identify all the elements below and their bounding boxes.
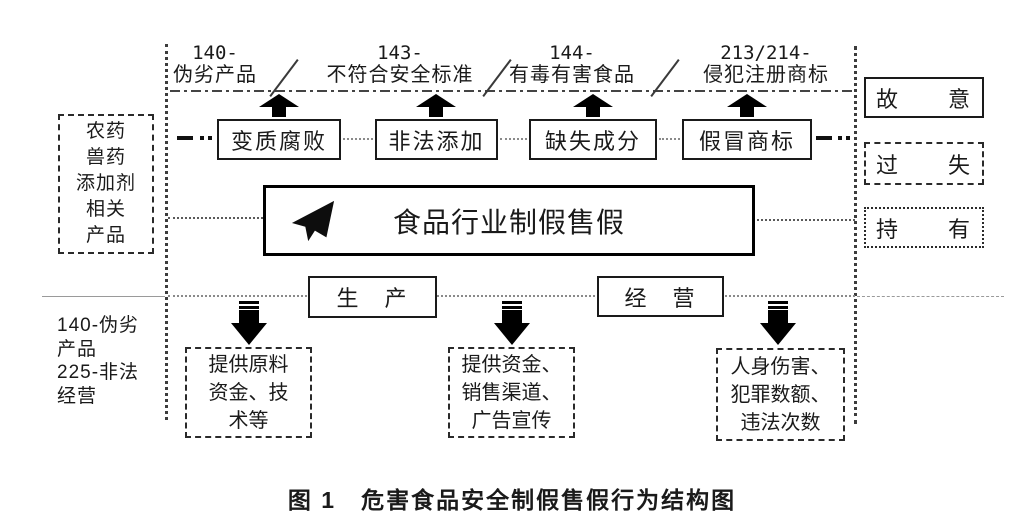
stage-box-production: 生 产 (308, 276, 437, 318)
related-products-line: 兽药 (85, 147, 126, 168)
detail-line: 术等 (228, 409, 269, 432)
detail-line: 销售渠道、 (461, 381, 562, 404)
related-products-line: 添加剂 (75, 173, 136, 194)
law-name: 有毒有害食品 (509, 64, 635, 86)
main-topic-label: 食品行业制假售假 (392, 206, 625, 238)
dotted-connector-left (168, 217, 263, 219)
law-label-144: 144- 有毒有害食品 (477, 42, 667, 86)
note-line: 225-非法 (57, 362, 140, 383)
crime-boundary-dashdot-line (170, 90, 855, 92)
mental-state-box-possession: 持 有 (864, 207, 984, 248)
figure-caption: 图 1 危害食品安全制假售假行为结构图 (287, 487, 737, 513)
detail-box-materials: 提供原料 资金、技 术等 (185, 347, 312, 438)
behavior-box-illegal-additive: 非法添加 (375, 119, 498, 160)
law-code: 143- (377, 42, 423, 64)
law-name: 伪劣产品 (173, 64, 257, 86)
behavior-box-spoiled: 变质腐败 (217, 119, 341, 160)
detail-line: 资金、技 (208, 381, 289, 404)
related-products-line: 产品 (85, 225, 126, 246)
paper-plane-icon (291, 200, 335, 242)
detail-box-funding: 提供资金、 销售渠道、 广告宣传 (448, 347, 575, 438)
divider-solid-segment (42, 296, 165, 297)
related-products-line: 相关 (85, 199, 126, 220)
mental-state-box-negligence: 过 失 (864, 142, 984, 185)
dotted-connector (500, 138, 527, 140)
left-vertical-dotted-line (165, 44, 168, 420)
divider-dotted-segment (168, 295, 855, 297)
dot-connector (846, 136, 850, 140)
note-line: 140-伪劣 (57, 315, 140, 336)
behavior-box-missing-ingredient: 缺失成分 (529, 119, 657, 160)
divider-dashed-segment (857, 296, 1004, 297)
dot-connector (200, 136, 204, 140)
detail-line: 提供原料 (208, 353, 289, 376)
note-line: 经营 (57, 385, 98, 407)
detail-line: 人身伤害、 (730, 355, 831, 378)
dot-connector (208, 136, 212, 140)
behavior-box-fake-trademark: 假冒商标 (682, 119, 812, 160)
dash-connector (177, 136, 193, 140)
up-arrow-icon (727, 94, 767, 117)
detail-line: 犯罪数额、 (730, 383, 831, 406)
detail-line: 违法次数 (740, 411, 821, 434)
law-name: 侵犯注册商标 (703, 64, 829, 86)
related-products-line: 农药 (85, 121, 126, 142)
detail-line: 广告宣传 (471, 409, 552, 432)
detail-line: 提供资金、 (461, 353, 562, 376)
up-arrow-icon (416, 94, 456, 117)
up-arrow-icon (259, 94, 299, 117)
up-arrow-icon (573, 94, 613, 117)
down-arrow-icon (494, 301, 530, 345)
law-label-213-214: 213/214- 侵犯注册商标 (671, 42, 861, 86)
law-code: 140- (192, 42, 238, 64)
mental-state-box-intent: 故 意 (864, 77, 984, 118)
law-name: 不符合安全标准 (326, 64, 474, 86)
law-code: 213/214- (720, 42, 812, 64)
dash-connector (816, 136, 832, 140)
down-arrow-icon (231, 301, 267, 345)
law-label-143: 143- 不符合安全标准 (305, 42, 495, 86)
down-arrow-icon (760, 301, 796, 345)
related-products-box: 农药 兽药 添加剂 相关 产品 (58, 114, 154, 254)
dot-connector (838, 136, 842, 140)
bottom-left-law-note: 140-伪劣 产品 225-非法 经营 (57, 314, 167, 408)
law-label-140: 140- 伪劣产品 (120, 42, 310, 86)
main-topic-box: 食品行业制假售假 (263, 185, 755, 256)
law-code: 144- (549, 42, 595, 64)
note-line: 产品 (57, 338, 98, 360)
dotted-connector-right (757, 219, 855, 221)
stage-box-operation: 经 营 (597, 276, 724, 317)
right-vertical-dotted-line (854, 46, 857, 424)
dotted-connector (659, 138, 680, 140)
dotted-connector (343, 138, 373, 140)
detail-box-harm: 人身伤害、 犯罪数额、 违法次数 (716, 348, 845, 441)
